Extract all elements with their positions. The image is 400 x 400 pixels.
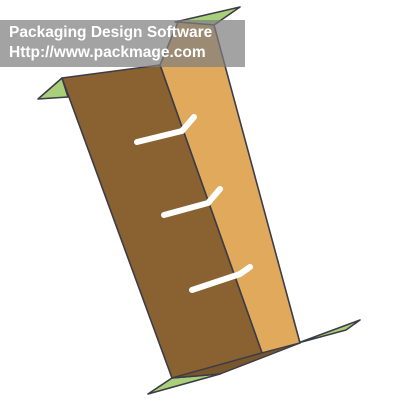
slot-2 [161,186,223,218]
watermark-banner: Packaging Design Software Http://www.pac… [0,20,245,67]
base-strip [171,342,301,379]
slot-3 [189,264,253,293]
bottom-right-flap [297,319,361,344]
slot-1 [134,114,197,145]
watermark-url: Http://www.packmage.com [9,44,206,61]
watermark-title: Packaging Design Software [9,24,213,41]
